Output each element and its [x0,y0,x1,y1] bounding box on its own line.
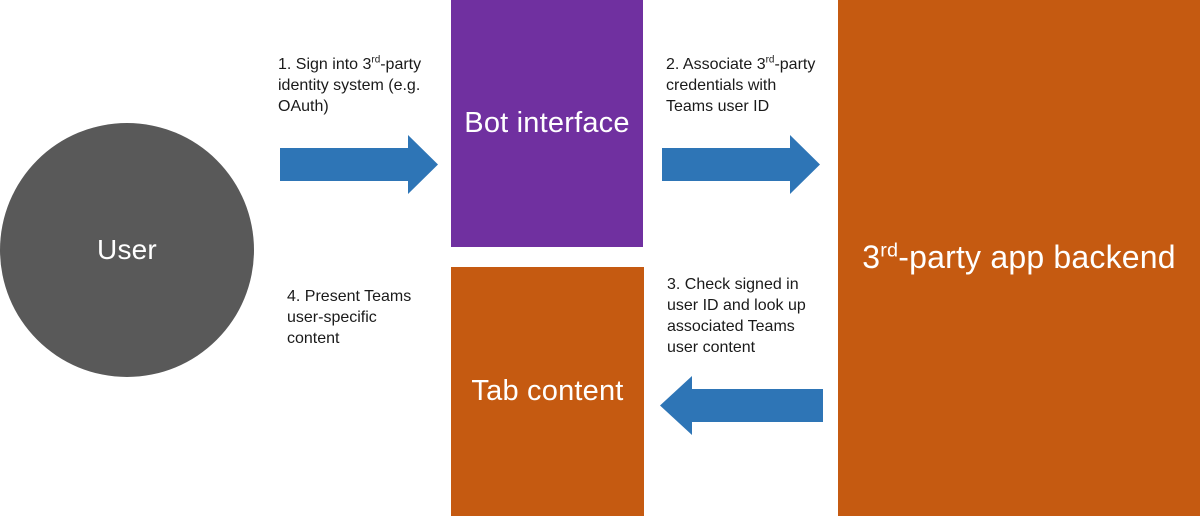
arrow-right-step1-shape [280,135,438,194]
bot-interface-node: Bot interface [451,0,643,247]
bot-interface-node-label: Bot interface [464,106,630,139]
tab-content-node: Tab content [451,267,644,516]
user-node: User [0,123,254,377]
user-node-label: User [97,233,157,265]
arrow-left-step3-icon [660,376,823,435]
tab-content-node-label: Tab content [471,374,624,407]
backend-node: 3rd-party app backend [838,0,1200,516]
arrow-left-step3-shape [660,376,823,435]
arrow-right-step1-icon [280,135,438,194]
backend-node-label: 3rd-party app backend [862,239,1176,276]
arrow-right-step2-shape [662,135,820,194]
arrow-right-step2-icon [662,135,820,194]
